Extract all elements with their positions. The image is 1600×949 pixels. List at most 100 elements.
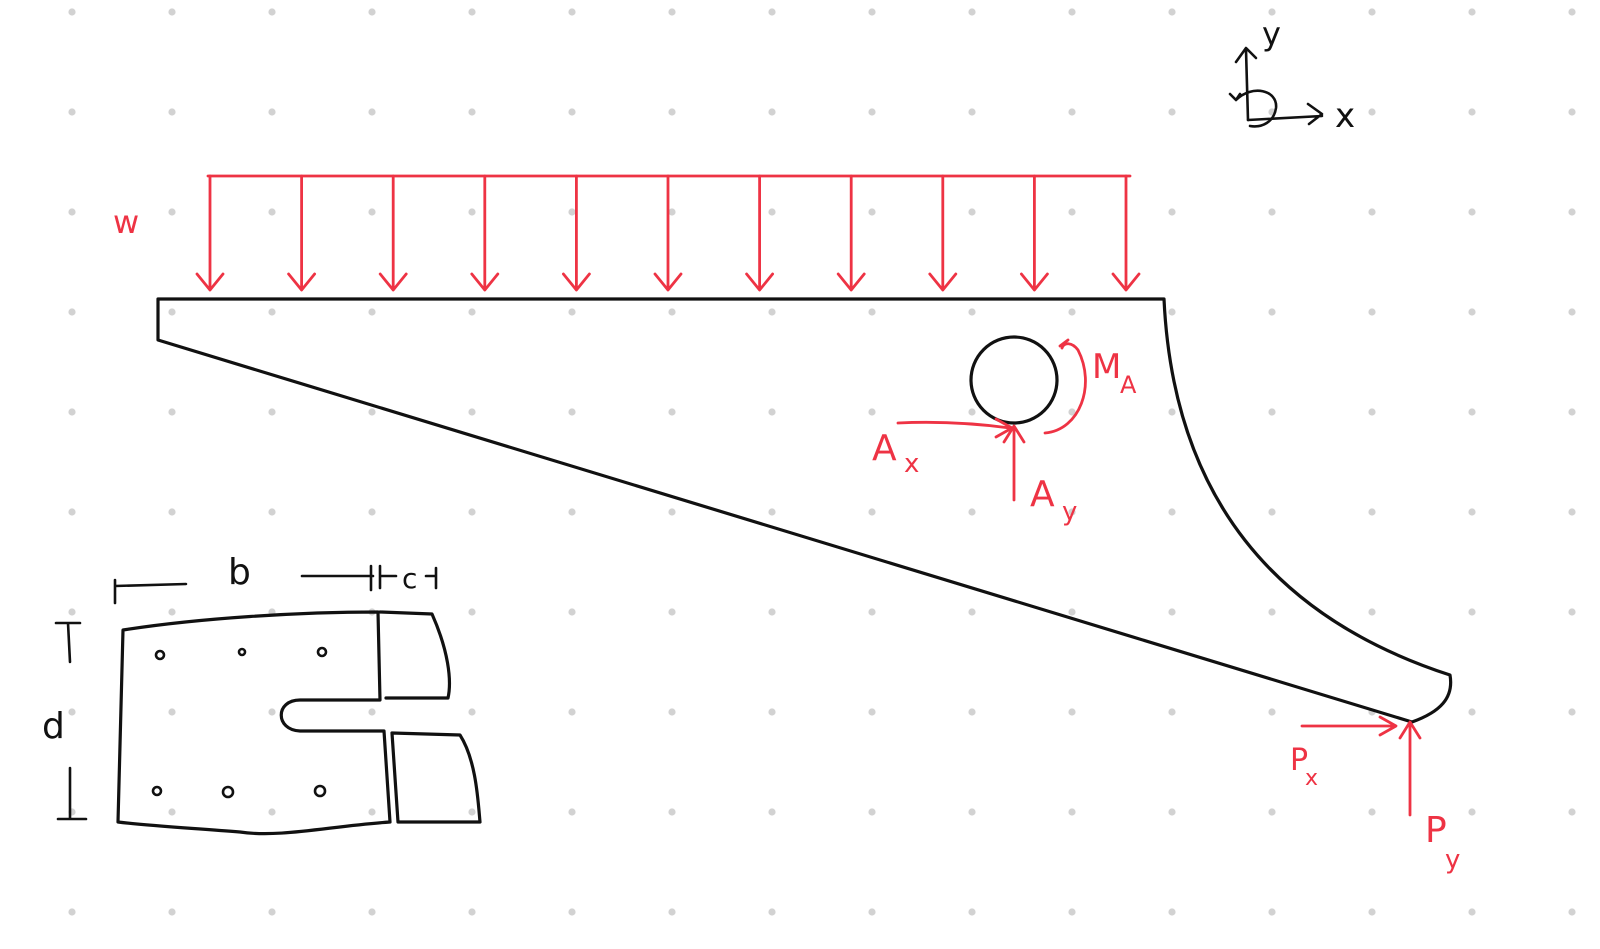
grid-dot: [768, 308, 776, 316]
grid-dot: [468, 908, 476, 916]
grid-dot: [1068, 108, 1076, 116]
bolt-hole: [313, 784, 327, 798]
section-upper-tab: [378, 610, 452, 700]
grid-dot: [1168, 108, 1176, 116]
distributed-load: w: [113, 174, 1141, 292]
grid-dot: [768, 808, 776, 816]
load-arrow: [745, 174, 774, 292]
reaction-A: A x A y M A: [872, 338, 1137, 527]
grid-dot: [1068, 608, 1076, 616]
grid-dot: [1568, 8, 1576, 16]
grid-dot: [968, 408, 976, 416]
coordinate-axes: y x: [1228, 15, 1355, 136]
grid-dot: [968, 608, 976, 616]
grid-dot: [368, 208, 376, 216]
grid-dot: [368, 508, 376, 516]
grid-dot: [1168, 608, 1176, 616]
reaction-P: P x P y: [1290, 715, 1460, 875]
grid-dot: [168, 8, 176, 16]
grid-dot: [1168, 8, 1176, 16]
grid-dot: [668, 908, 676, 916]
load-arrow: [562, 174, 591, 292]
grid-dot: [1168, 908, 1176, 916]
grid-dot: [668, 808, 676, 816]
bolt-hole: [221, 785, 235, 799]
grid-dot: [168, 108, 176, 116]
grid-dot: [1168, 508, 1176, 516]
grid-dot: [1268, 8, 1276, 16]
grid-dot: [1268, 708, 1276, 716]
ax-subscript: x: [904, 449, 919, 479]
grid-dot: [968, 208, 976, 216]
grid-dot: [1368, 808, 1376, 816]
grid-dot: [668, 508, 676, 516]
x-axis-arrow: [1246, 102, 1324, 126]
grid-dot: [1368, 308, 1376, 316]
grid-dot: [368, 908, 376, 916]
load-w-label: w: [113, 203, 139, 241]
rotation-arc: [1228, 89, 1278, 128]
grid-dot: [1268, 808, 1276, 816]
grid-dot: [1268, 608, 1276, 616]
grid-dot: [68, 208, 76, 216]
grid-dot: [1068, 8, 1076, 16]
bolt-hole: [237, 647, 247, 657]
grid-dot: [468, 108, 476, 116]
grid-dot: [268, 708, 276, 716]
grid-dot: [1568, 108, 1576, 116]
cross-section: b c d: [42, 552, 482, 836]
grid-dot: [268, 808, 276, 816]
grid-dot: [968, 908, 976, 916]
grid-dot: [68, 108, 76, 116]
grid-dot: [1568, 308, 1576, 316]
grid-dot: [768, 408, 776, 416]
py-arrow: [1398, 720, 1422, 817]
load-arrow: [470, 174, 500, 292]
load-arrow: [287, 174, 316, 292]
grid-dot: [368, 408, 376, 416]
axis-y-label: y: [1262, 15, 1281, 53]
grid-dot: [968, 808, 976, 816]
dot-grid: [68, 8, 1576, 916]
grid-dot: [668, 208, 676, 216]
grid-dot: [768, 8, 776, 16]
grid-dot: [868, 408, 876, 416]
grid-dot: [568, 608, 576, 616]
load-arrow: [195, 174, 225, 292]
ma-label: M: [1092, 347, 1121, 387]
grid-dot: [468, 208, 476, 216]
bolt-hole: [154, 649, 166, 661]
grid-dot: [1268, 208, 1276, 216]
grid-dot: [768, 708, 776, 716]
grid-dot: [1368, 908, 1376, 916]
grid-dot: [268, 308, 276, 316]
grid-dot: [568, 808, 576, 816]
grid-dot: [868, 8, 876, 16]
dim-b-line-left: [113, 578, 188, 605]
grid-dot: [868, 808, 876, 816]
px-arrow: [1300, 715, 1398, 737]
grid-dot: [1068, 308, 1076, 316]
ax-arrow: [896, 417, 1014, 439]
load-arrows: [195, 174, 1141, 292]
grid-dot: [68, 508, 76, 516]
grid-dot: [268, 108, 276, 116]
grid-dot: [1468, 808, 1476, 816]
grid-dot: [368, 708, 376, 716]
grid-dot: [1268, 508, 1276, 516]
section-main-outline: [116, 610, 392, 836]
grid-dot: [1568, 408, 1576, 416]
grid-dot: [1468, 608, 1476, 616]
grid-dot: [1068, 808, 1076, 816]
grid-dot: [1168, 308, 1176, 316]
load-arrow: [653, 174, 683, 292]
dim-b-label: b: [228, 552, 251, 593]
grid-dot: [1568, 208, 1576, 216]
grid-dot: [1468, 408, 1476, 416]
grid-dot: [68, 908, 76, 916]
grid-dot: [868, 908, 876, 916]
grid-dot: [1168, 408, 1176, 416]
grid-dot: [1368, 608, 1376, 616]
grid-dot: [1068, 208, 1076, 216]
grid-dot: [468, 508, 476, 516]
